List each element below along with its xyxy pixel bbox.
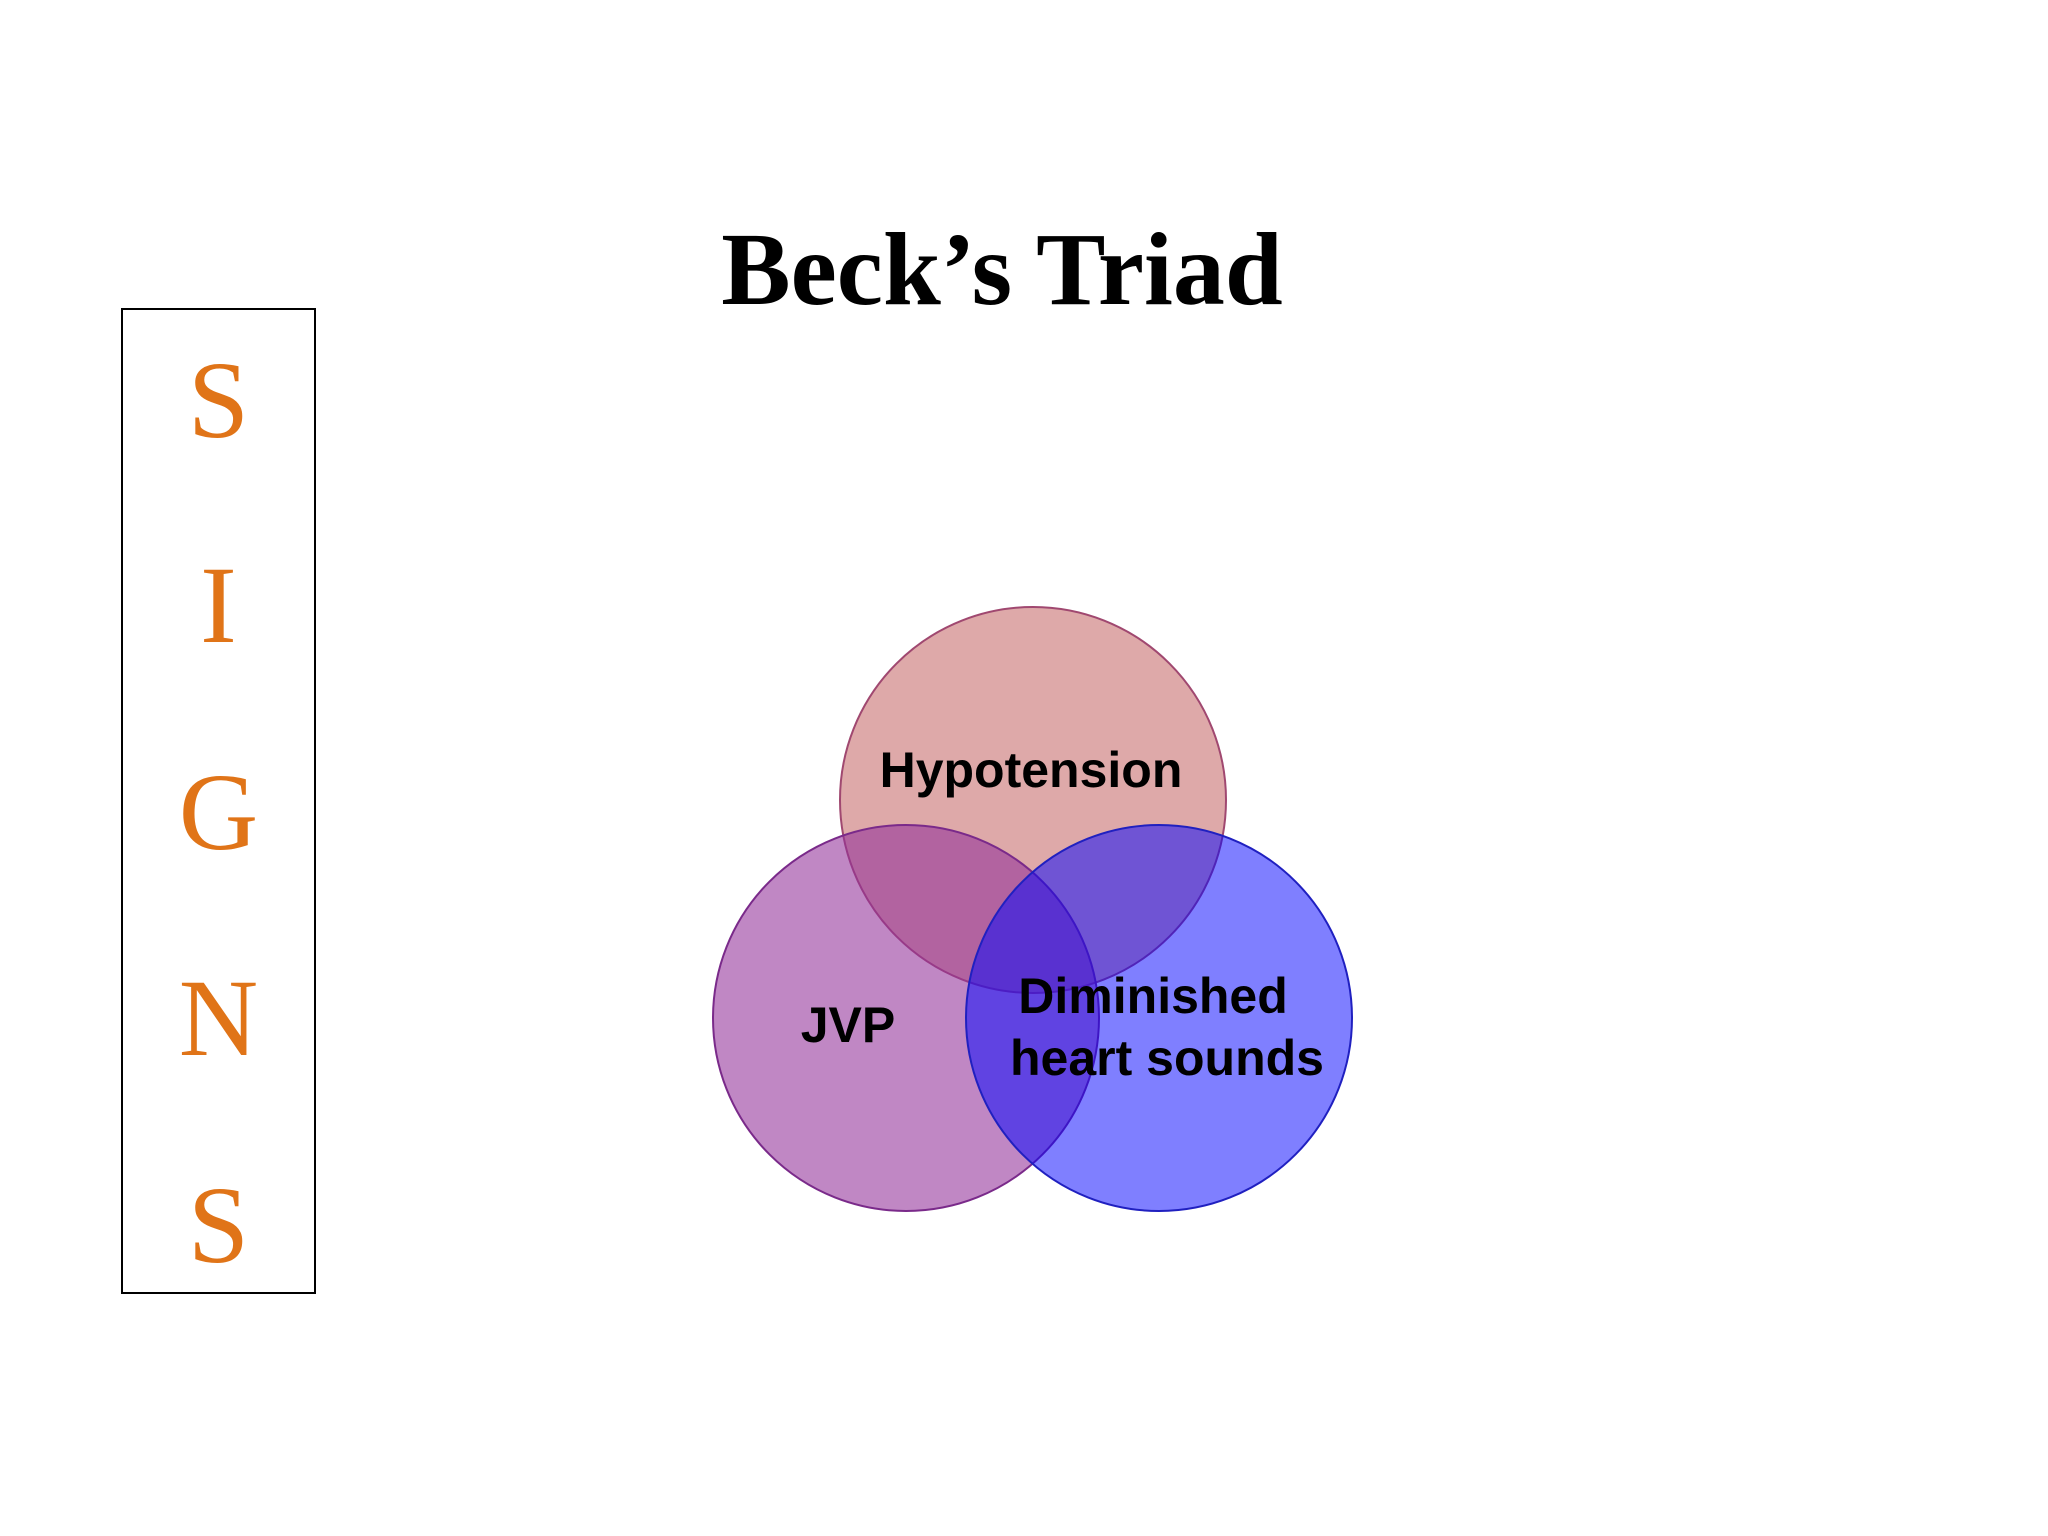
signs-letter-s2: S <box>187 1164 250 1286</box>
signs-letter-g: G <box>178 751 259 873</box>
slide-title: Beck’s Triad <box>721 212 1283 327</box>
signs-letter-n: N <box>178 957 259 1079</box>
venn-label-hypotension: Hypotension <box>880 742 1183 798</box>
venn-circle-diminished-heart-sounds <box>965 824 1353 1212</box>
signs-letter-i: I <box>200 544 237 666</box>
signs-letter-s1: S <box>187 339 250 461</box>
venn-label-diminished-heart-sounds: Diminished heart sounds <box>1010 968 1324 1086</box>
signs-box: S I G N S <box>121 308 316 1294</box>
venn-label-jvp: JVP <box>801 997 896 1053</box>
